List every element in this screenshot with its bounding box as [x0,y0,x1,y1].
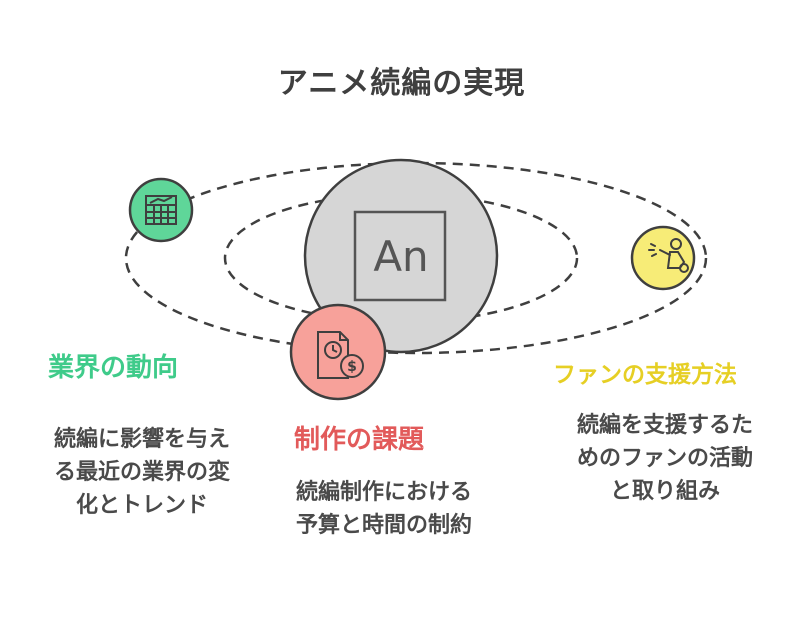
challenges-description: 続編制作における 予算と時間の制約 [296,480,473,538]
industry-node [128,177,194,243]
document-money-time-icon: $ [317,331,364,379]
challenges-heading: 制作の課題 [294,425,425,455]
outer-orbit [124,161,708,355]
adobe-animate-an-icon: An [353,210,447,302]
challenges-node: $ [289,303,387,401]
center-icon-label: An [373,232,428,281]
cheering-fan-icon [648,238,689,273]
industry-description: 続編に影響を与え る最近の業界の変 化とトレンド [53,427,230,518]
svg-text:$: $ [347,359,357,375]
spreadsheet-chart-icon [145,195,177,225]
fans-description: 続編を支援するた めのファンの活動 と取り組み [576,413,753,504]
fans-node [630,225,696,291]
industry-heading: 業界の動向 [48,353,179,383]
diagram-title: アニメ続編の実現 [277,66,526,101]
center-node: An [303,158,499,354]
fans-heading: ファンの支援方法 [553,362,737,388]
